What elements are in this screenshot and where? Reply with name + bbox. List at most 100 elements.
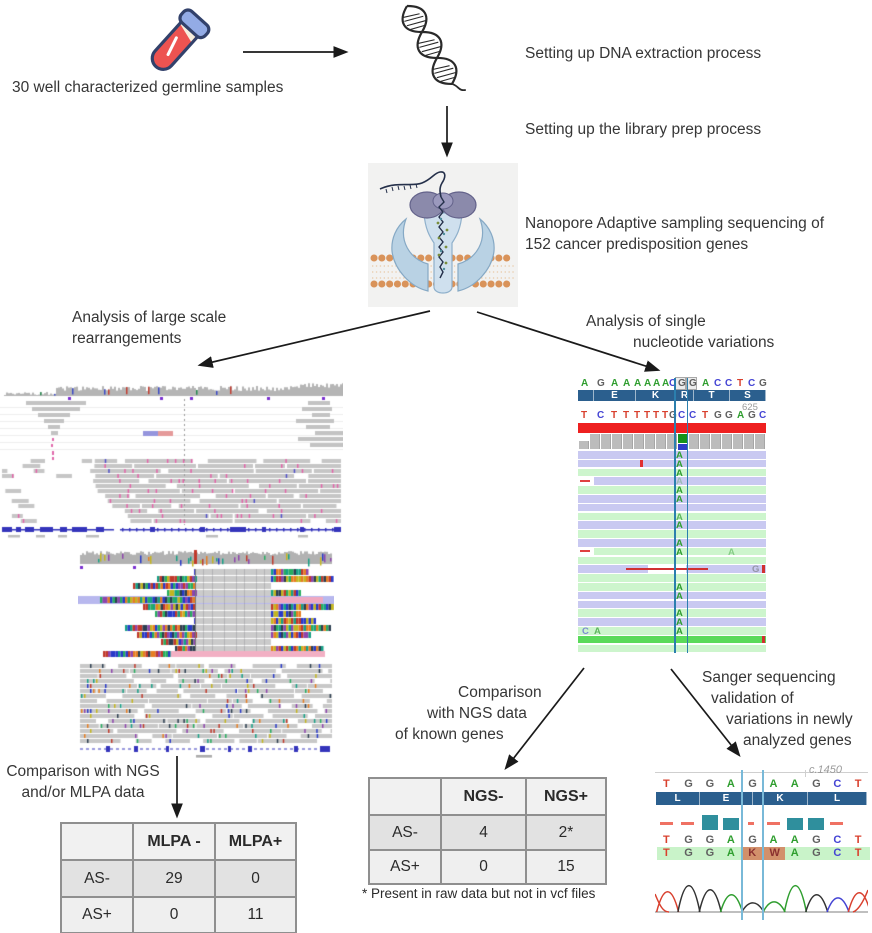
- alt-base-letter: A: [676, 590, 683, 602]
- base-letter: T: [653, 410, 660, 421]
- base-letter: A: [726, 834, 735, 846]
- base-letter: T: [663, 778, 670, 790]
- quality-dash: [681, 822, 695, 825]
- table-cell: AS+: [368, 849, 442, 885]
- base-letter: G: [714, 410, 722, 421]
- label-line: and/or MLPA data: [21, 784, 145, 801]
- quality-dash: [830, 822, 844, 825]
- base-letter: T: [644, 410, 651, 421]
- table-cell: 29: [132, 859, 216, 898]
- base-letter: A: [634, 378, 642, 389]
- read-row: A: [578, 468, 766, 479]
- coverage-cell: [667, 434, 677, 449]
- label-line: Comparison: [458, 684, 542, 701]
- alt-base-letter: A: [676, 494, 683, 505]
- label-line: Analysis of large scale: [72, 309, 227, 326]
- base-letter: G: [684, 834, 693, 846]
- label-line: rearrangements: [72, 330, 182, 347]
- read-row: A: [578, 617, 766, 628]
- comparison-mlpa-label: Comparison with NGS and/or MLPA data: [0, 761, 166, 803]
- base-letter: T: [854, 847, 862, 859]
- base-letter: G: [748, 410, 756, 421]
- base-letter: T: [663, 834, 670, 846]
- call-cell: T: [848, 847, 870, 860]
- coverage-cell: [645, 434, 655, 449]
- coverage-cell: [700, 434, 710, 449]
- chromatogram-trace: [654, 866, 872, 918]
- table-header-cell: [368, 777, 442, 816]
- alt-base-letter: A: [676, 608, 683, 620]
- base-letter: T: [623, 410, 630, 421]
- base-letter: T: [854, 834, 862, 846]
- coverage-variant-green: [678, 434, 688, 443]
- igv-large-rearrangement-zoom: [78, 548, 334, 758]
- snp-tick: [640, 459, 643, 468]
- base-letter: C: [597, 410, 605, 421]
- base-letter: G: [748, 778, 757, 790]
- coverage-cell: [601, 434, 611, 449]
- snp-tick: [762, 635, 765, 644]
- dna-helix-icon: [383, 0, 513, 113]
- label-line: Comparison with NGS: [6, 763, 160, 780]
- base-letter: G: [748, 834, 757, 846]
- base-letter: A: [769, 778, 778, 790]
- table-cell: 0: [132, 896, 216, 933]
- base-letter: C: [748, 378, 756, 389]
- amino-acid-cell: T: [694, 390, 730, 401]
- arrow-to-left-branch: [197, 310, 431, 368]
- base-letter: T: [737, 378, 744, 389]
- coverage-track: [578, 434, 766, 450]
- base-letter: G: [759, 378, 767, 389]
- base-letter: G: [689, 378, 697, 389]
- variant-marker-line-right: [762, 770, 764, 920]
- igv-large-rearrangement-overview: [0, 382, 343, 540]
- amino-acid-cell: S: [730, 390, 766, 401]
- label-line: Sanger sequencing: [702, 669, 836, 686]
- alt-base-letter: A: [728, 546, 735, 558]
- base-letter: G: [812, 847, 821, 859]
- call-cell: A: [784, 847, 807, 860]
- base-letter: G: [597, 378, 605, 389]
- amino-acid-cell: L: [656, 792, 700, 805]
- alt-base-letter: A: [676, 582, 683, 593]
- table-cell: 4: [440, 814, 527, 851]
- table-cell: 0: [440, 849, 527, 885]
- read-row: [578, 503, 766, 512]
- amino-acid-cell: K: [753, 792, 808, 805]
- coordinate-label: c.1450: [809, 764, 843, 776]
- base-letter: G: [705, 834, 715, 846]
- red-ruler-bar: [578, 423, 766, 433]
- coverage-cell: [590, 434, 600, 449]
- base-letter: K: [748, 847, 757, 859]
- read-row: A: [578, 476, 766, 487]
- alt-base-letter: G: [752, 564, 760, 576]
- base-letter: C: [833, 778, 842, 790]
- read-row: A: [578, 459, 766, 470]
- clip-dash: [580, 550, 590, 553]
- analysis-right-label: Analysis of single nucleotide variations: [586, 311, 774, 353]
- alt-base-letter: A: [676, 546, 683, 558]
- coverage-cell: [623, 434, 633, 449]
- coverage-cell: [579, 441, 589, 449]
- table-cell: 0: [214, 859, 297, 898]
- dna-extraction-label: Setting up DNA extraction process: [525, 45, 762, 62]
- table-header-cell: [60, 822, 134, 861]
- coverage-cell: [744, 434, 754, 449]
- base-letter: A: [726, 778, 735, 790]
- base-letter: T: [611, 410, 618, 421]
- base-letter: A: [790, 778, 799, 790]
- read-row: [578, 556, 766, 565]
- amino-acid-cell: E: [700, 792, 753, 805]
- snp-tick: [762, 565, 765, 573]
- base-letter: T: [854, 778, 862, 790]
- variant-marker-line-left: [674, 378, 676, 653]
- table-header-cell: NGS+: [525, 777, 607, 816]
- label-line: analyzed genes: [743, 732, 852, 749]
- base-letter: A: [726, 847, 735, 859]
- call-cell: G: [806, 847, 828, 860]
